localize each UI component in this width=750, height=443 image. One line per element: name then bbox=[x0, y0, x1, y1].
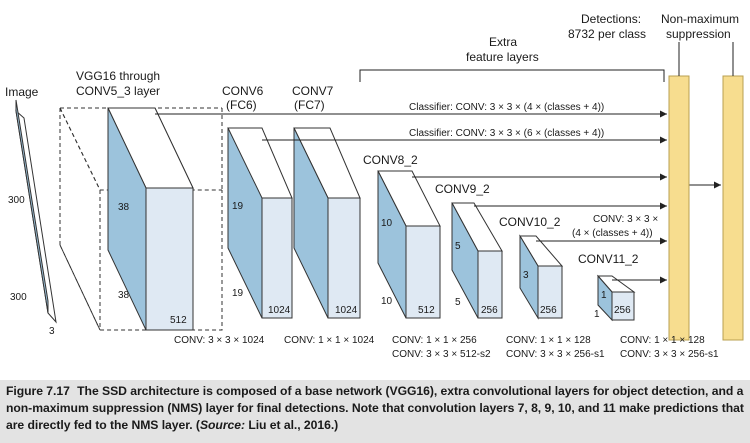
figure-number: Figure 7.17 bbox=[6, 384, 70, 398]
caption-text: The SSD architecture is composed of a ba… bbox=[6, 384, 744, 432]
conv11-dim-height: 1 bbox=[601, 290, 607, 301]
conv7-block bbox=[293, 127, 361, 319]
conv7-spec: CONV: 1 × 1 × 1024 bbox=[284, 335, 375, 346]
classifier-2-label: Classifier: CONV: 3 × 3 × (6 × (classes … bbox=[409, 128, 604, 139]
conv8-dim-width: 10 bbox=[381, 296, 393, 307]
conv10-block bbox=[519, 234, 564, 320]
conv11-front-face bbox=[611, 291, 635, 321]
conv8-front-face bbox=[405, 225, 441, 319]
caption-source-text: Liu et al., 2016.) bbox=[244, 418, 339, 432]
extra-layers-label-line1: Extra bbox=[489, 35, 517, 49]
image-label: Image bbox=[5, 85, 39, 99]
conv8-label: CONV8_2 bbox=[363, 153, 418, 167]
detections-bar bbox=[668, 75, 690, 341]
conv7-dim-depth: 1024 bbox=[335, 305, 358, 316]
conv10-dim-height: 3 bbox=[523, 270, 529, 281]
conv9-dim-depth: 256 bbox=[481, 305, 498, 316]
nms-label-line2: suppression bbox=[666, 27, 731, 41]
conv6-label-line1: CONV6 bbox=[222, 84, 264, 98]
image-dim-height: 300 bbox=[8, 195, 25, 206]
conv9-dim-width: 5 bbox=[455, 297, 461, 308]
vgg-dashed-frame bbox=[59, 107, 223, 331]
conv6-dim-depth: 1024 bbox=[268, 305, 291, 316]
conv8-dim-height: 10 bbox=[381, 218, 393, 229]
conv8-spec-line1: CONV: 1 × 1 × 256 bbox=[392, 335, 477, 346]
conv6-dim-height: 19 bbox=[232, 201, 244, 212]
figure-caption: Figure 7.17 The SSD architecture is comp… bbox=[0, 380, 750, 443]
extra-layers-label-line2: feature layers bbox=[466, 50, 539, 64]
vgg-label-line2: CONV5_3 layer bbox=[76, 84, 160, 98]
vgg-label-line1: VGG16 through bbox=[76, 69, 160, 83]
detections-label-line2: 8732 per class bbox=[568, 27, 646, 41]
vgg-front-face bbox=[145, 187, 194, 331]
conv6-spec: CONV: 3 × 3 × 1024 bbox=[174, 335, 265, 346]
conv6-block bbox=[227, 127, 293, 319]
conv11-dim-width: 1 bbox=[594, 309, 600, 320]
conv9-label: CONV9_2 bbox=[435, 182, 490, 196]
conv8-block bbox=[377, 170, 441, 319]
conv8-dim-depth: 512 bbox=[418, 305, 435, 316]
conv10-spec-line2: CONV: 3 × 3 × 256-s1 bbox=[506, 349, 605, 360]
image-dim-channels: 3 bbox=[49, 326, 55, 337]
conv10-dim-depth: 256 bbox=[540, 305, 557, 316]
detections-label-line1: Detections: bbox=[581, 12, 641, 26]
ssd-architecture-diagram: Image 300 300 3 VGG16 through CONV5_3 la… bbox=[5, 12, 744, 360]
classifier-3-label-line1: CONV: 3 × 3 × bbox=[593, 214, 658, 225]
nms-label-line1: Non-maximum bbox=[661, 12, 739, 26]
conv6-front-face bbox=[261, 197, 293, 319]
conv10-label: CONV10_2 bbox=[499, 215, 561, 229]
conv6-dim-width: 19 bbox=[232, 288, 244, 299]
conv7-label-line2: (FC7) bbox=[294, 98, 325, 112]
conv9-dim-height: 5 bbox=[455, 241, 461, 252]
conv11-label: CONV11_2 bbox=[578, 252, 639, 266]
conv10-front-face bbox=[537, 265, 563, 319]
classifier-1-label: Classifier: CONV: 3 × 3 × (4 × (classes … bbox=[409, 102, 604, 113]
vgg-dim-width: 38 bbox=[118, 290, 130, 301]
classifier-3-label-line2: (4 × (classes + 4)) bbox=[572, 228, 653, 239]
prediction-arrows bbox=[155, 110, 721, 284]
conv11-spec-line1: CONV: 1 × 1 × 128 bbox=[620, 335, 705, 346]
conv7-label-line1: CONV7 bbox=[292, 84, 334, 98]
conv9-block bbox=[451, 202, 503, 319]
vgg-dim-depth: 512 bbox=[170, 315, 187, 326]
conv10-spec-line1: CONV: 1 × 1 × 128 bbox=[506, 335, 591, 346]
nms-bar bbox=[722, 75, 744, 341]
conv11-spec-line2: CONV: 3 × 3 × 256-s1 bbox=[620, 349, 719, 360]
conv8-spec-line2: CONV: 3 × 3 × 512-s2 bbox=[392, 349, 491, 360]
conv9-front-face bbox=[477, 250, 503, 319]
extra-layers-bracket bbox=[359, 69, 665, 82]
conv11-block bbox=[596, 274, 636, 322]
vgg-block bbox=[107, 107, 194, 331]
conv6-label-line2: (FC6) bbox=[226, 98, 257, 112]
conv11-dim-depth: 256 bbox=[614, 305, 631, 316]
input-image-face bbox=[15, 99, 49, 314]
input-image-block bbox=[15, 99, 57, 324]
caption-source-label: Source: bbox=[199, 418, 245, 432]
image-dim-width: 300 bbox=[10, 292, 27, 303]
vgg-dim-height: 38 bbox=[118, 202, 130, 213]
conv7-front-face bbox=[327, 197, 361, 319]
